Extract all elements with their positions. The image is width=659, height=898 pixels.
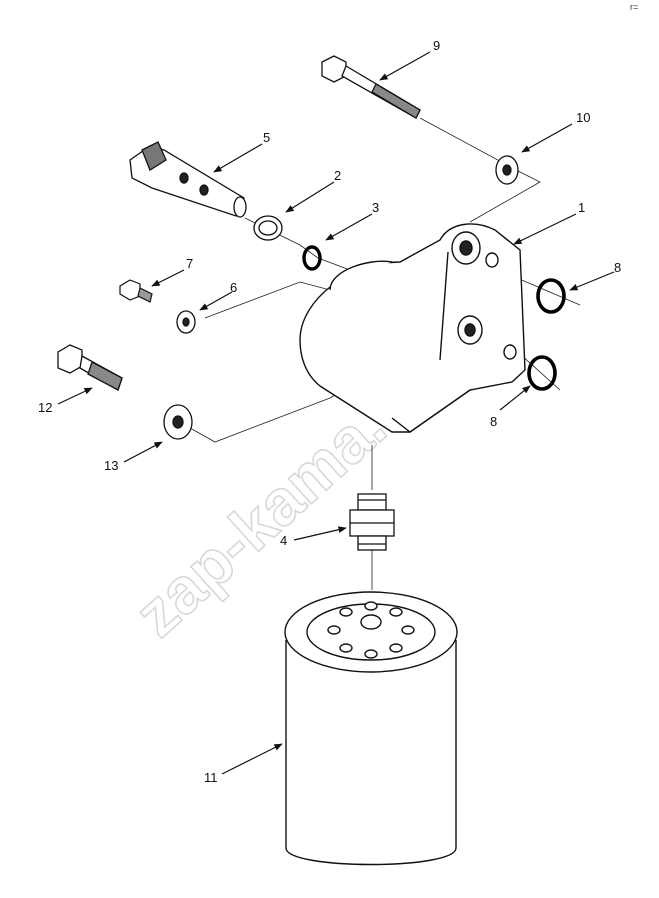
callout-13: 13 [104,458,118,473]
part-5-valve [129,141,247,218]
part-8-o-ring-lower [527,355,557,391]
part-6-washer [176,310,196,334]
part-13-washer [163,404,193,440]
callout-1: 1 [578,200,585,215]
callout-6: 6 [230,280,237,295]
callout-4: 4 [280,533,287,548]
part-1-filter-head [299,223,526,433]
part-12-washer [495,155,519,185]
part-9-bolt [321,55,421,119]
callout-2: 2 [334,168,341,183]
corner-mark: r= [630,2,638,12]
callout-11: 12 [38,400,52,415]
part-4-nipple [349,493,395,551]
part-8-o-ring-upper [536,278,566,314]
part-10-filter [284,591,458,866]
callout-12: 10 [576,110,590,125]
callout-7: 7 [186,256,193,271]
callout-8-lower: 8 [490,414,497,429]
part-3-o-ring [302,245,322,271]
part-7-small-bolt [119,279,153,303]
callout-3: 3 [372,200,379,215]
part-11-bolt [57,344,123,391]
callout-labels: 9 10 5 2 3 1 7 6 8 8 12 13 4 11 [38,38,621,785]
callout-8-upper: 8 [614,260,621,275]
callout-5: 5 [263,130,270,145]
callout-10: 11 [204,770,218,785]
leader-arrows [57,51,615,775]
callout-9: 9 [433,38,440,53]
part-2-washer [253,215,283,241]
